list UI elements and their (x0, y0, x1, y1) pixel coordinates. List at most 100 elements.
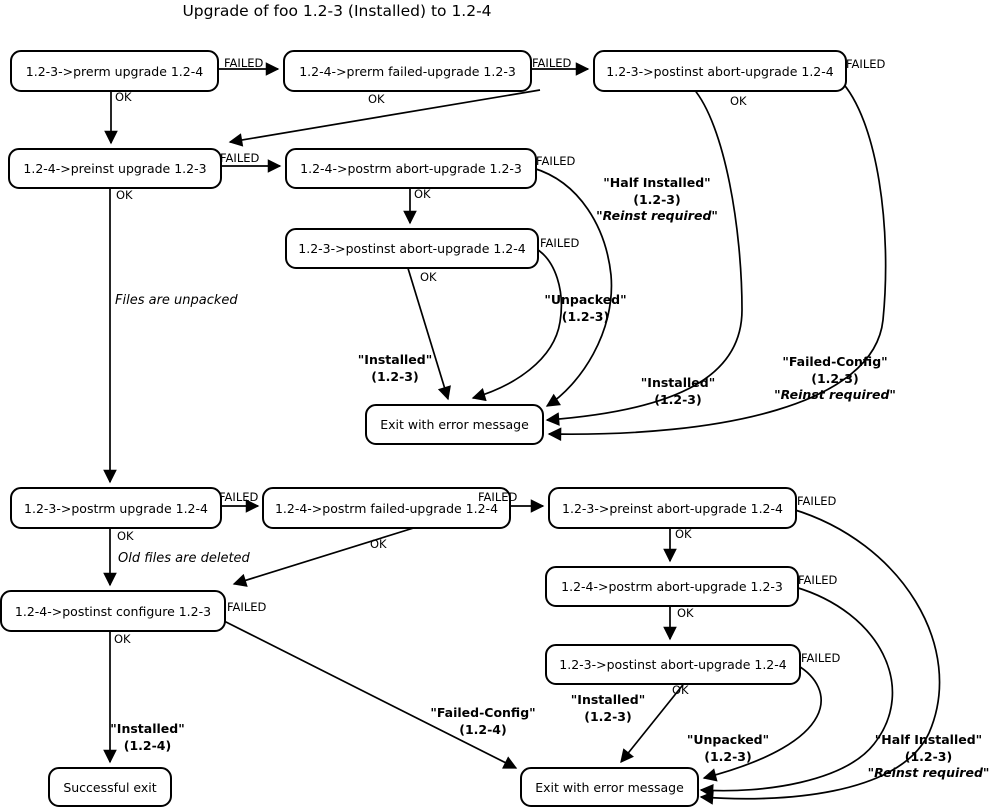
state-name: "Unpacked" (686, 732, 770, 747)
edge-postrmabort2-failed (699, 586, 894, 798)
state-version: (1.2-3) (704, 748, 752, 764)
edge-postrmfailed-ok (232, 525, 421, 587)
edge-label-ok: OK (675, 527, 692, 541)
state-version: (1.2-3) (633, 191, 681, 207)
state-unpacked-mid: "Unpacked" (1.2-3) (528, 292, 643, 325)
edge-label-failed: FAILED (797, 494, 837, 508)
node-successful-exit: Successful exit (48, 767, 172, 807)
state-version: (1.2-3) (561, 308, 610, 324)
state-half-installed-bottom: "Half Installed" (1.2-3) "Reinst require… (856, 732, 998, 782)
node-preinst-upgrade: 1.2-4->preinst upgrade 1.2-3 (8, 148, 222, 189)
state-name: "Failed-Config" (430, 705, 536, 720)
edge-label-failed: FAILED (219, 490, 259, 504)
node-exit-error-mid: Exit with error message (365, 404, 544, 445)
state-half-installed-mid: "Half Installed" (1.2-3) "Reinst require… (572, 175, 742, 225)
node-postinst-configure: 1.2-4->postinst configure 1.2-3 (0, 590, 226, 632)
edge-label-ok: OK (730, 94, 747, 108)
edge-label-ok: OK (115, 90, 132, 104)
edge-postrmabort-failed (532, 167, 613, 407)
state-name: "Installed" (570, 692, 646, 707)
edge-label-failed: FAILED (478, 490, 518, 504)
node-label: Exit with error message (535, 779, 684, 795)
node-prerm-failed-upgrade: 1.2-4->prerm failed-upgrade 1.2-3 (283, 50, 532, 92)
state-installed-bottom: "Installed" (1.2-3) (558, 692, 658, 725)
edge-label-failed: FAILED (227, 600, 267, 614)
edge-label-ok: OK (370, 537, 387, 551)
node-label: 1.2-4->postrm abort-upgrade 1.2-3 (300, 161, 522, 176)
edge-label-failed: FAILED (801, 651, 841, 665)
node-label: 1.2-4->postinst configure 1.2-3 (14, 603, 212, 619)
node-exit-error-bot: Exit with error message (520, 767, 699, 807)
node-label: 1.2-3->postinst abort-upgrade 1.2-4 (559, 657, 787, 672)
state-failed-config-bottom: "Failed-Config" (1.2-4) (413, 705, 553, 738)
edge-label-failed: FAILED (220, 151, 260, 165)
node-postrm-upgrade: 1.2-3->postrm upgrade 1.2-4 (10, 487, 222, 529)
state-name: "Unpacked" (544, 292, 627, 307)
state-note: "Reinst required" (774, 387, 896, 402)
edge-label-failed: FAILED (540, 236, 580, 250)
state-unpacked-bottom: "Unpacked" (1.2-3) (678, 732, 778, 765)
edge-label-failed: FAILED (224, 56, 264, 70)
node-label: 1.2-3->prerm upgrade 1.2-4 (25, 63, 204, 79)
node-label: Exit with error message (380, 417, 529, 432)
edge-postinstabort-top-ok (545, 87, 743, 426)
edge-postinstabort-top-failed (547, 79, 887, 442)
state-note: "Reinst required" (596, 208, 718, 223)
node-preinst-abort-upgrade: 1.2-3->preinst abort-upgrade 1.2-4 (548, 487, 797, 529)
state-installed-bottom-left: "Installed" (1.2-4) (95, 721, 200, 754)
edge-postinstabort-failed (471, 247, 563, 402)
node-postrm-abort-upgrade-bot: 1.2-4->postrm abort-upgrade 1.2-3 (545, 566, 799, 607)
node-label: Successful exit (63, 779, 157, 795)
node-label: 1.2-3->postinst abort-upgrade 1.2-4 (298, 241, 526, 256)
state-version: (1.2-4) (123, 737, 172, 753)
node-postinst-abort-upgrade-mid: 1.2-3->postinst abort-upgrade 1.2-4 (285, 228, 539, 269)
edge-postinstconf-failed (223, 620, 518, 769)
edge-preinstabort-failed (699, 508, 941, 805)
node-postrm-abort-upgrade-mid: 1.2-4->postrm abort-upgrade 1.2-3 (285, 148, 537, 189)
state-version: (1.2-4) (459, 721, 507, 737)
node-postrm-failed-upgrade: 1.2-4->postrm failed-upgrade 1.2-4 (262, 487, 511, 529)
state-version: (1.2-3) (584, 708, 632, 724)
edge-label-failed: FAILED (846, 57, 886, 71)
node-postinst-abort-upgrade-bot: 1.2-3->postinst abort-upgrade 1.2-4 (545, 644, 801, 685)
node-label: 1.2-4->postrm failed-upgrade 1.2-4 (274, 500, 499, 516)
state-name: "Installed" (357, 352, 433, 367)
edge-label-ok: OK (114, 632, 131, 646)
node-prerm-upgrade: 1.2-3->prerm upgrade 1.2-4 (10, 50, 219, 92)
edge-label-failed: FAILED (798, 573, 838, 587)
edge-label-ok: OK (117, 529, 134, 543)
edge-label-ok: OK (116, 188, 133, 202)
node-label: 1.2-4->postrm abort-upgrade 1.2-3 (561, 579, 783, 594)
state-version: (1.2-3) (371, 368, 419, 384)
state-failed-config-top: "Failed-Config" (1.2-3) "Reinst required… (760, 354, 910, 404)
node-postinst-abort-upgrade-top: 1.2-3->postinst abort-upgrade 1.2-4 (593, 50, 847, 92)
edge-postinstabort-bot-failed (702, 664, 822, 782)
annotation-files-unpacked: Files are unpacked (115, 293, 238, 308)
state-name: "Failed-Config" (782, 354, 888, 369)
diagram-title: Upgrade of foo 1.2-3 (Installed) to 1.2-… (182, 2, 492, 20)
state-installed-mid-right: "Installed" (1.2-3) (628, 375, 728, 408)
edge-label-ok: OK (414, 187, 431, 201)
state-version: (1.2-3) (904, 748, 953, 764)
edge-label-ok: OK (672, 683, 689, 697)
node-label: 1.2-3->preinst abort-upgrade 1.2-4 (562, 500, 783, 516)
node-label: 1.2-3->postrm upgrade 1.2-4 (24, 500, 208, 516)
edge-label-failed: FAILED (536, 154, 576, 168)
node-label: 1.2-4->prerm failed-upgrade 1.2-3 (299, 63, 516, 79)
edge-postinstabort-bot-ok (620, 680, 687, 764)
edge-label-ok: OK (677, 606, 694, 620)
edge-label-ok: OK (420, 270, 437, 284)
state-name: "Installed" (640, 375, 716, 390)
edge-label-ok: OK (368, 92, 385, 106)
edge-failedupgrade-ok (228, 89, 541, 147)
state-name: "Half Installed" (603, 175, 711, 190)
node-label: 1.2-3->postinst abort-upgrade 1.2-4 (606, 63, 834, 79)
state-version: (1.2-3) (654, 391, 702, 407)
state-version: (1.2-3) (811, 370, 859, 386)
state-note: "Reinst required" (867, 765, 990, 780)
annotation-old-files-deleted: Old files are deleted (118, 551, 250, 566)
edge-postinstabort-ok (406, 264, 451, 401)
node-label: 1.2-4->preinst upgrade 1.2-3 (23, 161, 207, 176)
